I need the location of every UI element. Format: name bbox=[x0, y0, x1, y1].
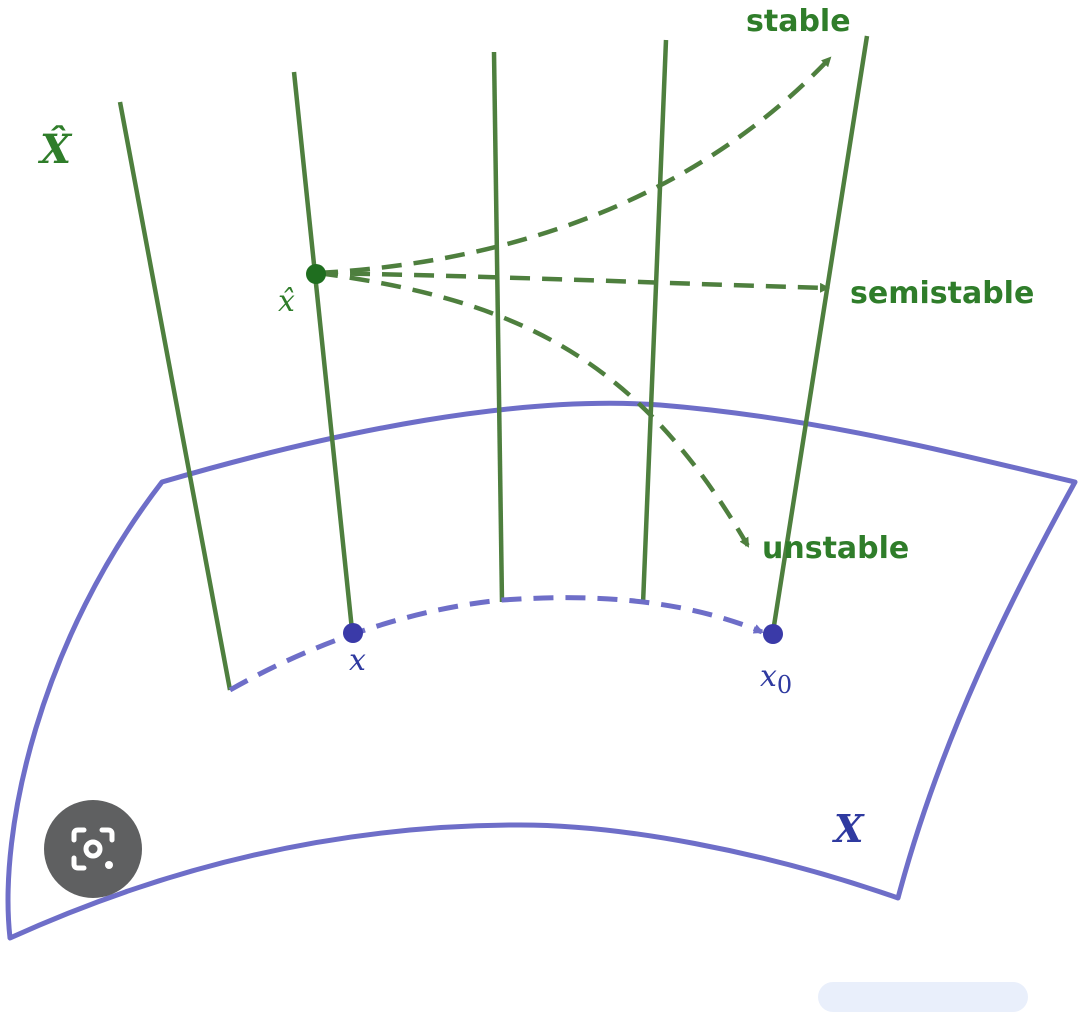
stable-label: stable bbox=[746, 4, 851, 39]
semistable-label: semistable bbox=[850, 276, 1034, 311]
point-x0-label-sub: 0 bbox=[777, 671, 792, 699]
bottom-pill-edge bbox=[818, 982, 1028, 1012]
unstable-label: unstable bbox=[762, 531, 909, 566]
point-x-hat-label: x̂ bbox=[278, 284, 295, 319]
point-x0-label-main: x bbox=[760, 659, 777, 694]
fiber-line-4 bbox=[640, 39, 669, 605]
point-x-hat bbox=[306, 264, 326, 284]
visual-search-button[interactable] bbox=[44, 800, 142, 898]
fiber-line-5 bbox=[770, 35, 870, 633]
base-surface-outline bbox=[5, 400, 1078, 941]
visual-search-icon bbox=[44, 800, 142, 898]
fiber-line-3 bbox=[491, 51, 505, 603]
fiber-line-1 bbox=[117, 101, 233, 691]
point-x0-label: x0 bbox=[760, 659, 792, 699]
unstable-flow-arrow bbox=[317, 270, 750, 548]
base-path-dashed bbox=[228, 595, 764, 693]
point-x bbox=[343, 623, 363, 643]
semistable-flow-arrow bbox=[317, 270, 830, 293]
stable-flow-arrow bbox=[317, 56, 832, 276]
base-space-label: X bbox=[832, 806, 865, 851]
fiber-line-2 bbox=[291, 71, 355, 631]
point-x-label: x bbox=[349, 643, 366, 678]
fiber-space-label: X̂ bbox=[37, 126, 73, 173]
point-x0 bbox=[763, 624, 783, 644]
